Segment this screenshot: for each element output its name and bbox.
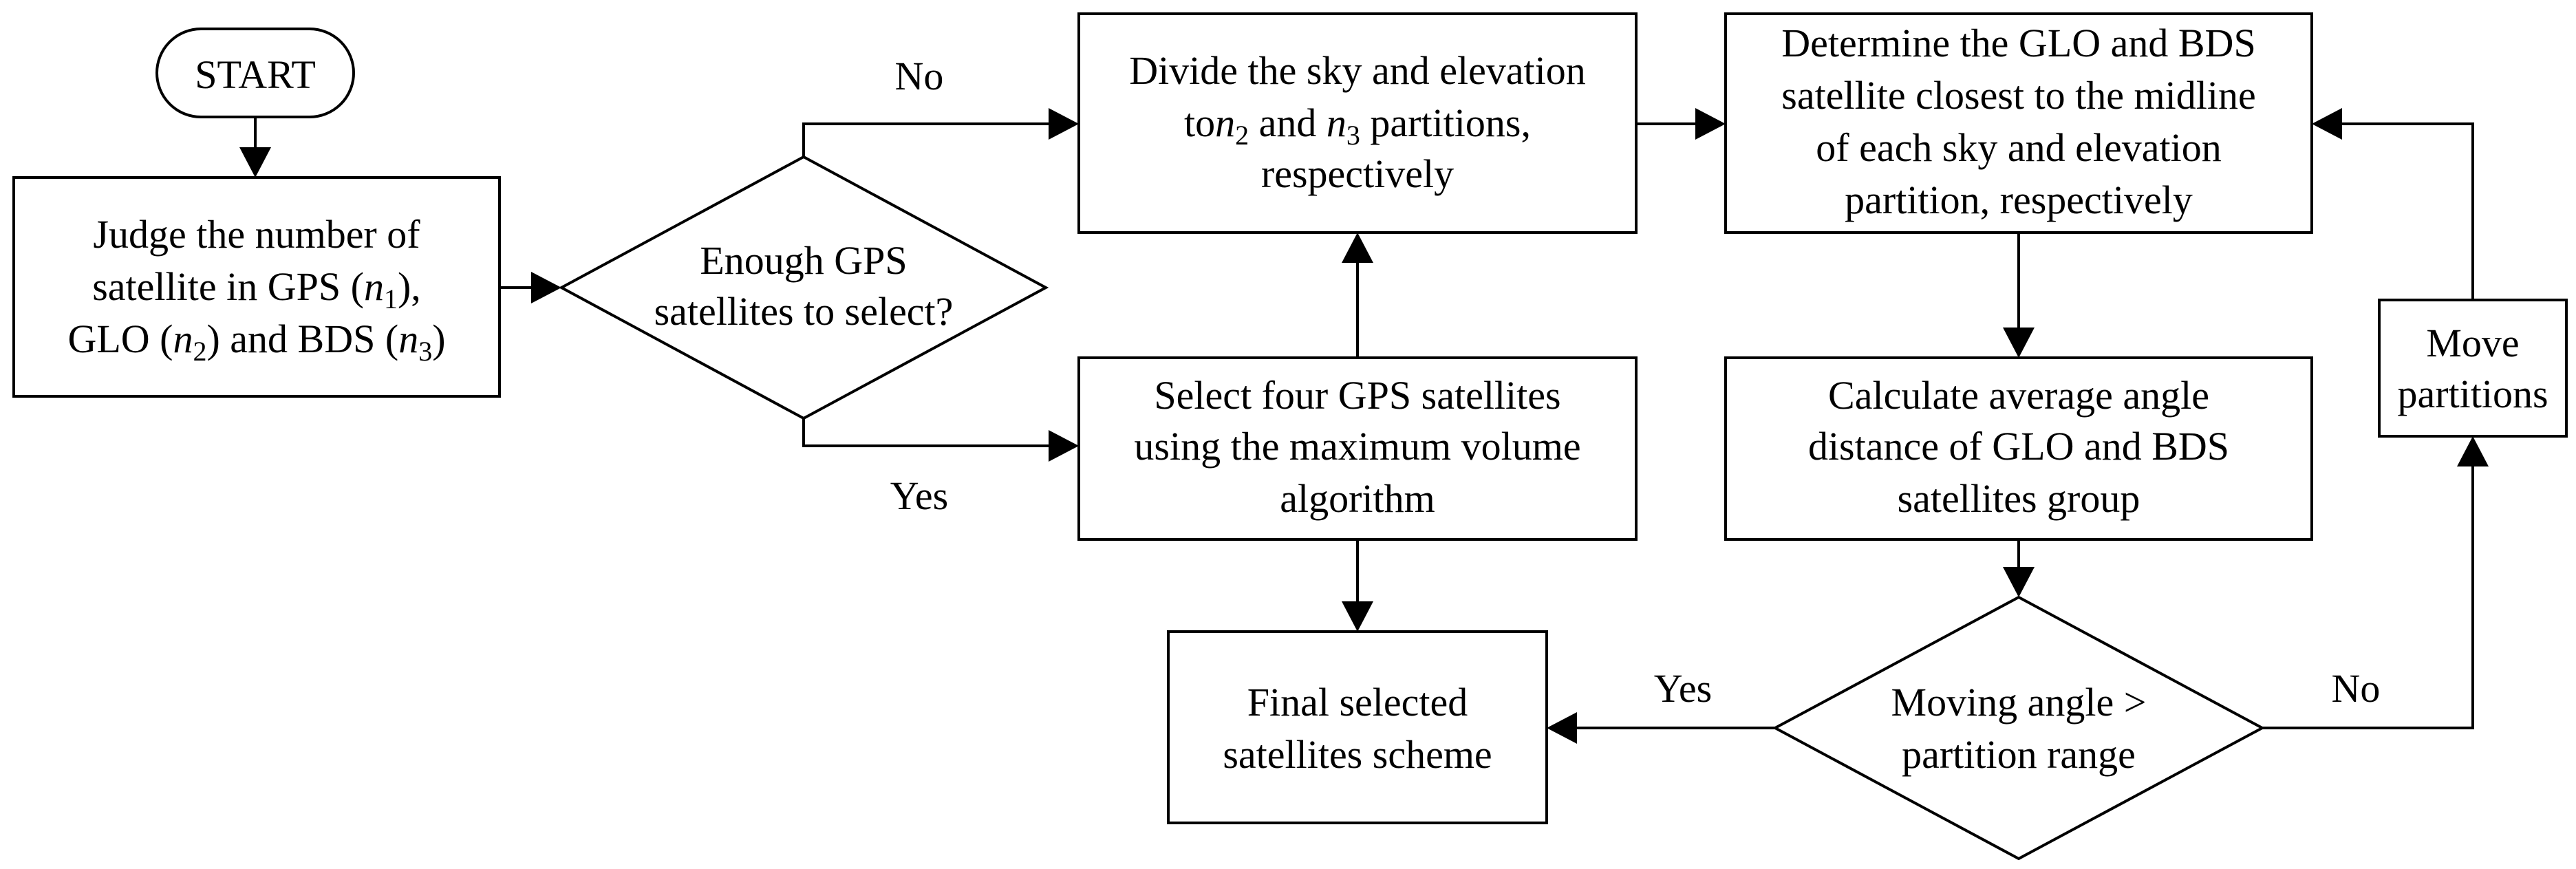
arrowhead-down	[2003, 328, 2035, 358]
arrowhead-right	[1695, 108, 1726, 140]
connector-select-to-divide	[1342, 233, 1373, 358]
final-line-1: Final selected	[1247, 680, 1468, 725]
judge-line-1: Judge the number of	[93, 212, 420, 257]
determine-line-1: Determine the GLO and BDS	[1781, 21, 2255, 65]
final-scheme-box: Final selected satellites scheme	[1167, 630, 1548, 824]
connector-judge-to-decision	[500, 272, 561, 303]
connector-start-to-judge	[239, 117, 271, 178]
select-four-gps-box: Select four GPS satellites using the max…	[1077, 356, 1638, 541]
arrowhead-right	[531, 272, 561, 303]
arrowhead-right	[1049, 108, 1079, 140]
divide-sky-line-1: Divide the sky and elevation	[1129, 48, 1586, 93]
moving-angle-line-2: partition range	[1902, 732, 2136, 777]
divide-sky-line-2: ton2 and n3 partitions,	[1184, 100, 1531, 151]
moving-angle-decision: Moving angle > partition range	[1772, 595, 2266, 861]
connector-select-to-final	[1342, 539, 1373, 632]
connector-yes-to-select	[802, 418, 1079, 462]
connector-yes-to-final	[1547, 712, 1775, 744]
start-node: START	[155, 28, 355, 118]
edge-label-no-top: No	[895, 54, 944, 98]
calculate-line-1: Calculate average angle	[1828, 373, 2209, 418]
arrowhead-left	[2312, 108, 2342, 140]
final-line-2: satellites scheme	[1223, 732, 1492, 777]
divide-sky-line-3: respectively	[1261, 151, 1454, 196]
calculate-line-3: satellites group	[1898, 476, 2140, 521]
connector-move-to-determine	[2312, 108, 2474, 300]
divide-sky-box: Divide the sky and elevation ton2 and n3…	[1077, 12, 1638, 234]
enough-gps-line-1: Enough GPS	[700, 238, 907, 283]
select-four-line-3: algorithm	[1280, 476, 1435, 521]
judge-satellite-count-box: Judge the number of satellite in GPS (n1…	[12, 176, 501, 398]
arrowhead-left	[1547, 712, 1577, 744]
determine-line-3: of each sky and elevation	[1816, 125, 2221, 170]
calculate-line-2: distance of GLO and BDS	[1808, 424, 2229, 469]
move-partitions-box: Move partitions	[2378, 299, 2568, 438]
select-four-line-1: Select four GPS satellites	[1154, 373, 1560, 418]
arrowhead-down	[2003, 567, 2035, 597]
enough-gps-decision: Enough GPS satellites to select?	[558, 155, 1049, 420]
select-four-line-2: using the maximum volume	[1134, 424, 1580, 469]
judge-line-3: GLO (n2) and BDS (n3)	[67, 317, 445, 367]
edge-label-yes-final: Yes	[1654, 666, 1712, 711]
moving-angle-line-1: Moving angle >	[1891, 680, 2147, 725]
move-partitions-line-1: Move	[2426, 321, 2519, 365]
arrowhead-down	[239, 147, 271, 178]
connector-divide-to-determine	[1636, 108, 1726, 140]
arrowhead-up	[1342, 233, 1373, 263]
calculate-angle-box: Calculate average angle distance of GLO …	[1724, 356, 2313, 541]
judge-line-2: satellite in GPS (n1),	[92, 264, 421, 314]
determine-line-4: partition, respectively	[1845, 178, 2193, 222]
arrowhead-up	[2457, 436, 2489, 466]
edge-label-yes-bottom: Yes	[890, 473, 948, 518]
arrowhead-right	[1049, 430, 1079, 462]
connector-no-to-move	[2262, 436, 2489, 729]
connector-determine-to-calculate	[2003, 233, 2035, 358]
determine-closest-box: Determine the GLO and BDS satellite clos…	[1724, 12, 2313, 234]
connector-calculate-to-decision	[2003, 539, 2035, 597]
edge-label-no-move: No	[2332, 666, 2381, 711]
connector-no-to-divide	[802, 108, 1079, 157]
enough-gps-line-2: satellites to select?	[654, 289, 954, 334]
arrowhead-down	[1342, 601, 1373, 632]
determine-line-2: satellite closest to the midline	[1781, 73, 2255, 118]
move-partitions-line-2: partitions	[2397, 372, 2548, 416]
start-label: START	[195, 52, 316, 97]
